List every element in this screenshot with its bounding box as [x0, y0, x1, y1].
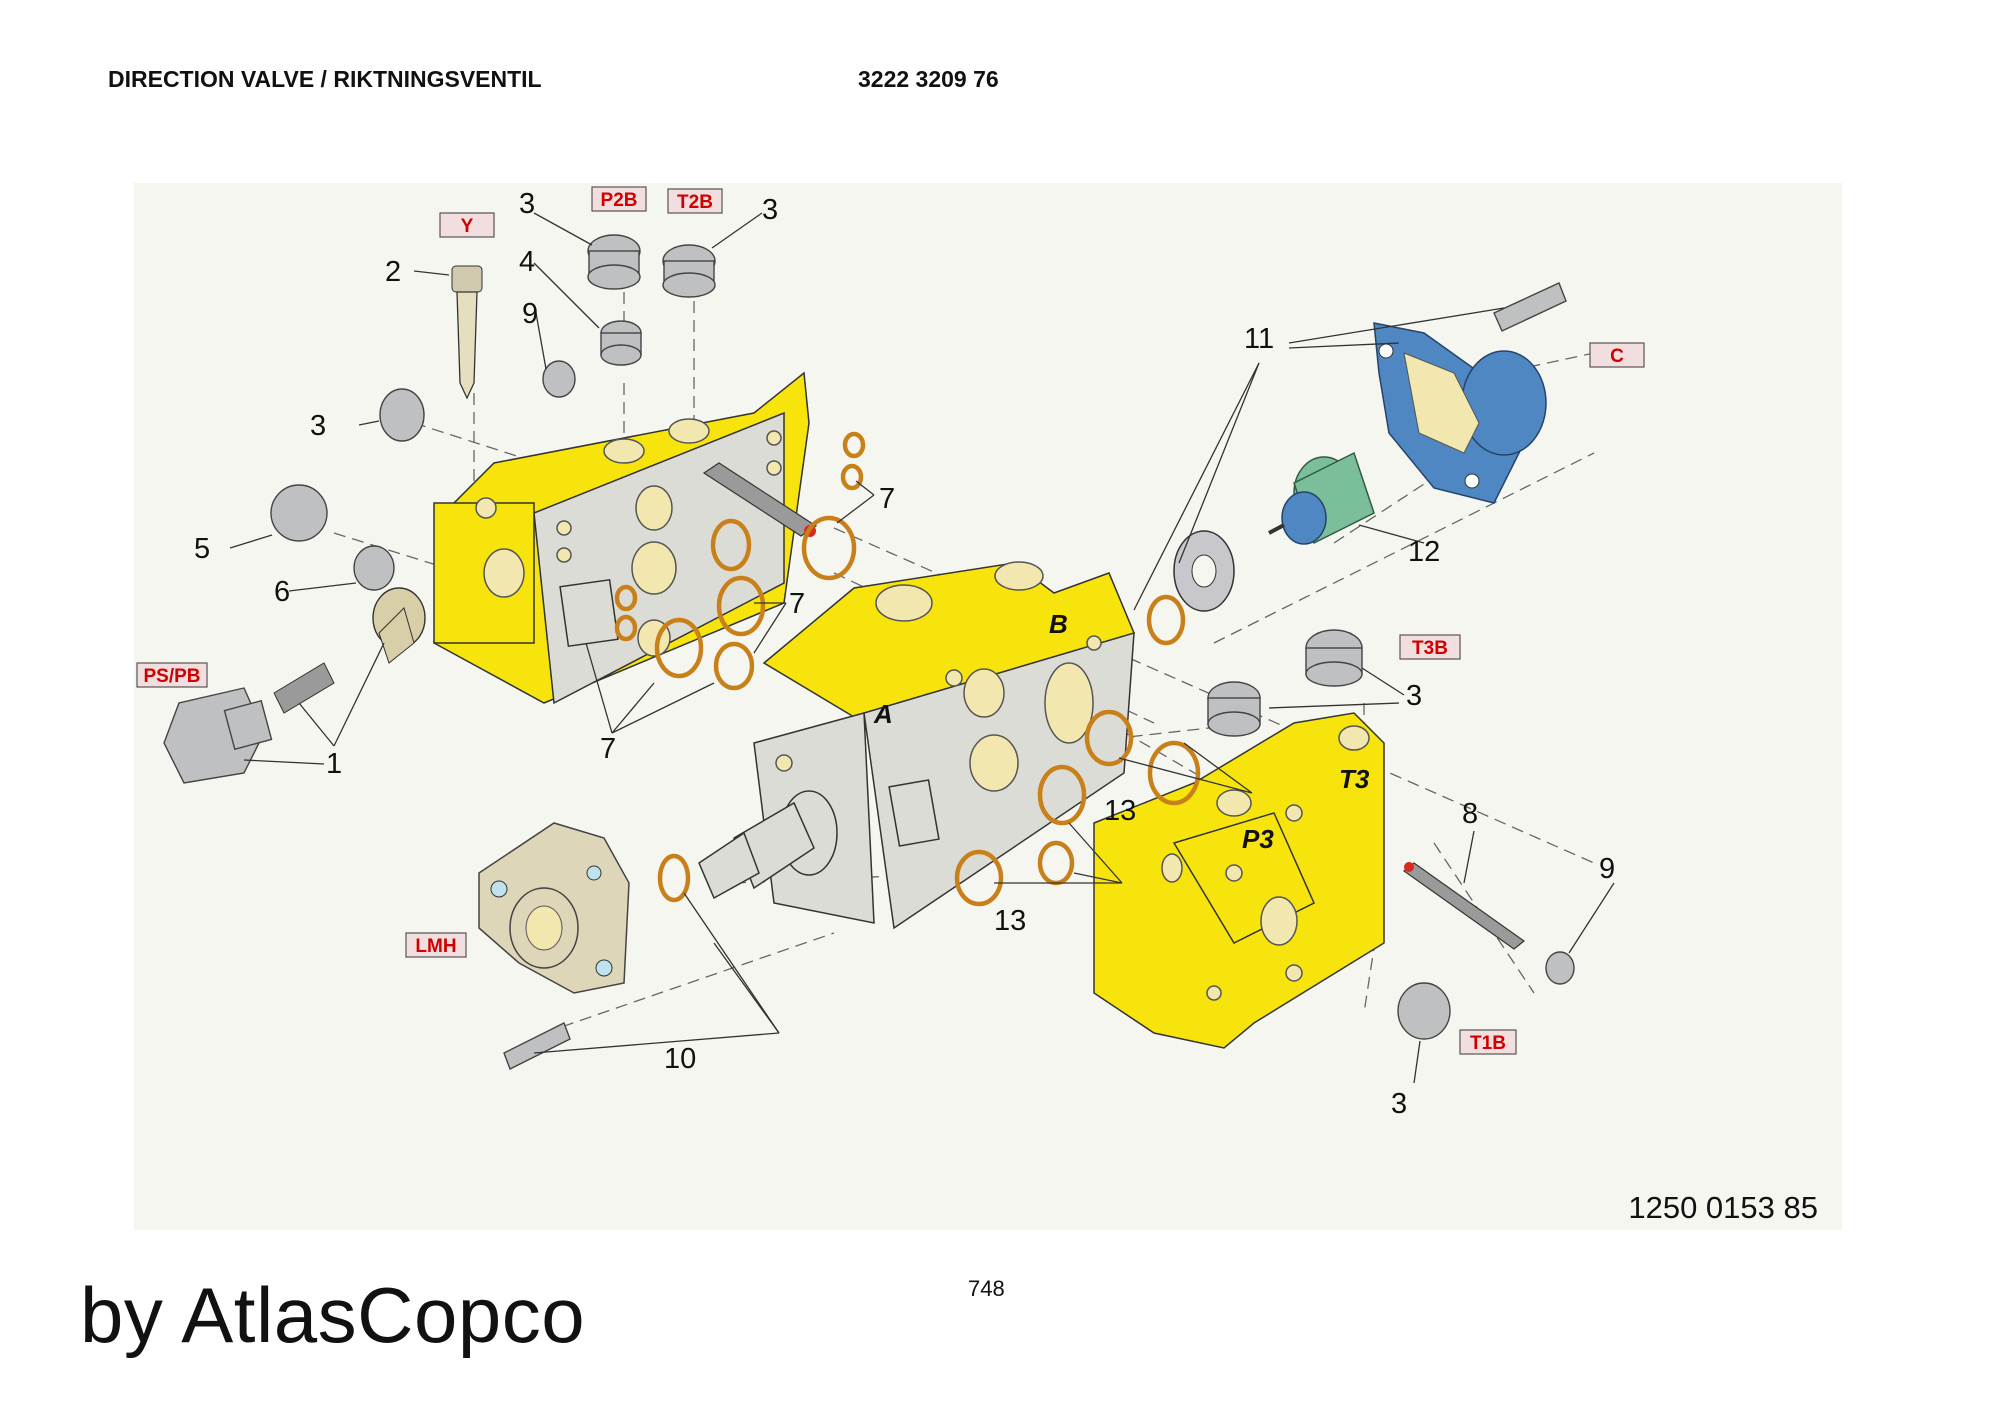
exploded-view-panel: A B P3 T3 — [134, 183, 1842, 1230]
port-tag-lmh: LMH — [405, 932, 467, 958]
callout-13: 13 — [994, 905, 1026, 937]
port-tag-c: C — [1589, 342, 1645, 368]
callout-13: 13 — [1104, 795, 1136, 827]
callout-7: 7 — [879, 483, 895, 515]
callout-9: 9 — [1599, 853, 1615, 885]
left-valve-section — [433, 371, 810, 705]
callout-8: 8 — [1462, 798, 1478, 830]
svg-text:T2B: T2B — [677, 192, 713, 213]
callout-12: 12 — [1408, 536, 1440, 568]
svg-text:T1B: T1B — [1470, 1033, 1506, 1054]
port-letter-t3: T3 — [1339, 764, 1370, 794]
callout-2: 2 — [385, 256, 401, 288]
spring-seat-washer — [1173, 530, 1235, 612]
port-tag-p2b: P2B — [591, 186, 647, 212]
brand-watermark: by AtlasCopco — [80, 1271, 586, 1359]
svg-text:P2B: P2B — [601, 190, 638, 211]
page-number: 748 — [968, 1276, 1005, 1301]
actuator-cover — [1373, 322, 1547, 504]
port-tag-t3b: T3B — [1399, 634, 1461, 660]
svg-text:C: C — [1610, 346, 1624, 367]
figure-number: 1250 0153 85 — [1628, 1190, 1818, 1225]
middle-valve-section: A B — [698, 561, 1135, 930]
port-tag-t1b: T1B — [1459, 1029, 1517, 1055]
callout-1: 1 — [326, 748, 342, 780]
callout-3: 3 — [519, 188, 535, 220]
svg-text:Y: Y — [461, 216, 474, 237]
callout-3: 3 — [762, 194, 778, 226]
port-tag-ps-pb: PS/PB — [136, 662, 208, 688]
svg-text:T3B: T3B — [1412, 638, 1448, 659]
port-letter-b: B — [1049, 609, 1068, 639]
document-number: 3222 3209 76 — [858, 66, 999, 92]
callout-5: 5 — [194, 533, 210, 565]
page-title: DIRECTION VALVE / RIKTNINGSVENTIL — [108, 66, 542, 92]
callout-3: 3 — [1391, 1088, 1407, 1120]
port-tag-y: Y — [439, 212, 495, 238]
spring-cartridge — [1268, 451, 1375, 545]
callout-4: 4 — [519, 246, 535, 278]
callout-6: 6 — [274, 576, 290, 608]
port-letter-a: A — [873, 699, 893, 729]
callout-11: 11 — [1244, 323, 1274, 355]
callout-7: 7 — [600, 733, 616, 765]
callout-3: 3 — [310, 410, 326, 442]
lmh-flange — [478, 822, 630, 994]
callout-7: 7 — [789, 588, 805, 620]
svg-text:PS/PB: PS/PB — [143, 666, 200, 687]
plugs — [163, 234, 1575, 1070]
callout-9: 9 — [522, 298, 538, 330]
right-valve-section: P3 T3 — [1093, 712, 1385, 1049]
stud-8 — [1403, 862, 1525, 950]
callout-3: 3 — [1406, 680, 1422, 712]
exploded-view-drawing: A B P3 T3 — [136, 186, 1645, 1120]
leader-lines — [229, 212, 1615, 1084]
port-tag-t2b: T2B — [667, 188, 723, 214]
svg-text:LMH: LMH — [415, 936, 456, 957]
callout-numbers: 2 3 3 4 9 3 5 6 1 7 7 7 11 12 3 13 13 8 … — [194, 188, 1615, 1120]
o-rings — [614, 431, 1201, 907]
port-letter-p3: P3 — [1242, 824, 1274, 854]
callout-10: 10 — [664, 1043, 696, 1075]
pin-2 — [451, 265, 483, 400]
